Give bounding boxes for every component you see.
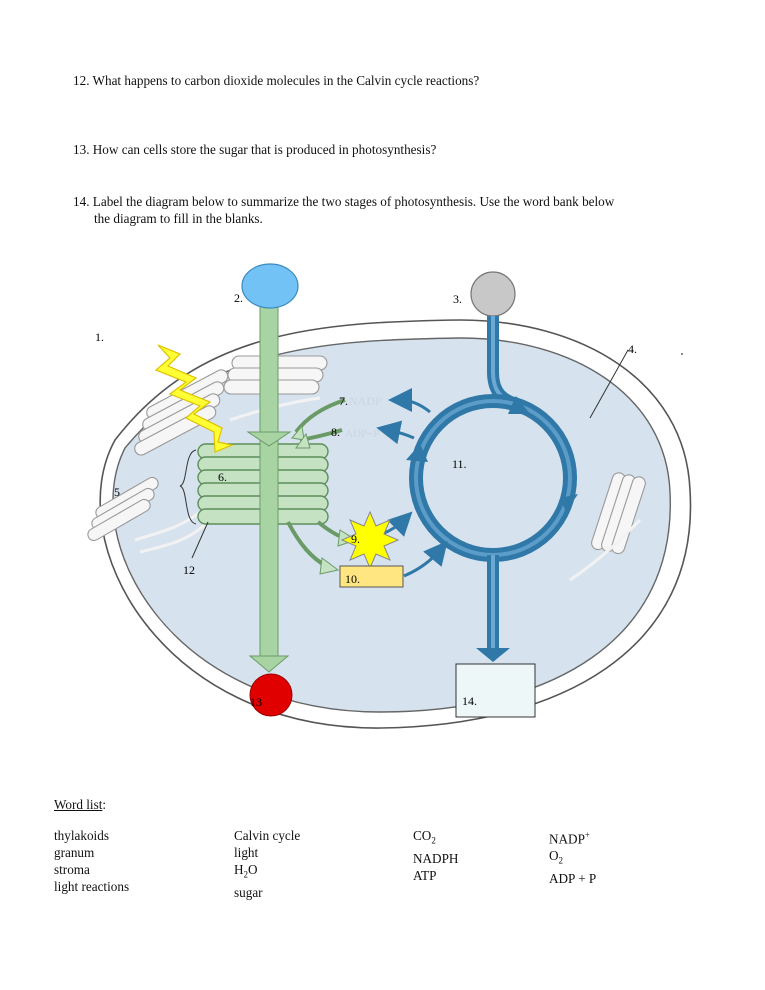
faint-adp-label: ADP+P [345,428,379,440]
word-nadph: NADPH [413,850,459,866]
circle-red-output [249,673,293,717]
word-atp: ATP [413,867,437,883]
granum-bracket [179,449,197,525]
question-13: 13. How can cells store the sugar that i… [73,142,437,157]
label-4-leader [589,349,629,419]
question-12: 12. What happens to carbon dioxide molec… [73,73,480,88]
arrow-nadph-to-granum [294,398,346,434]
word-light: light [234,845,259,860]
word-nadp-plus: NADP+ [549,830,590,847]
label-11: 11. [452,457,467,471]
arrow-head-green-1 [291,424,305,441]
light-lightning-bolt [154,344,235,453]
label-4: 4. [628,342,637,356]
arrow-ring-to-adp [376,420,415,445]
word-sugar: sugar [234,884,263,900]
arrow-head-green-2 [295,432,311,449]
word-granum: granum [54,845,95,860]
cycle-arrow-head-2 [560,494,578,512]
cycle-arrow-head-1 [508,396,530,414]
word-o2: O2 [549,848,564,867]
label-13: 13 [250,695,262,709]
green-arrow-shaft [259,305,279,661]
word-list-col-4: NADP+ O2 ADP + P [549,827,596,887]
label-5: 5 [114,485,120,499]
word-list-col-2: Calvin cycle light H2O sugar [234,827,300,901]
granum-stack-lower-left [87,476,159,542]
label-10: 10. [345,572,360,586]
circle-gray-input [470,271,516,317]
word-list-title: Word list: [54,797,107,812]
label-6: 6. [218,470,227,484]
word-h2o: H2O [234,862,258,880]
arrow-ring-to-nadp [388,388,431,414]
blue-arrow-head-down [476,648,510,662]
label-1: 1. [95,330,104,344]
word-list-col-1: thylakoids granum stroma light reactions [54,827,129,895]
granum-stack-right [591,472,646,555]
label-12-leader [191,521,209,559]
stray-dot [681,353,683,355]
word-adp-p: ADP + P [549,871,597,887]
word-stroma: stroma [54,862,90,877]
label-2: 2. [234,291,243,305]
label-8: 8. [331,425,340,439]
question-14-line-1: 14. Label the diagram below to summarize… [73,194,615,209]
answer-box-10 [339,565,404,588]
word-thylakoids: thylakoids [54,828,109,843]
green-arrow-head-down-bottom [248,655,290,673]
label-12: 12 [183,563,195,577]
word-calvin-cycle: Calvin cycle [234,828,301,843]
word-co2: CO2 [413,828,436,846]
word-list-col-3: CO2 NADPH ATP [413,827,458,884]
circle-blue-input [241,263,299,309]
question-14: 14. Label the diagram below to summarize… [73,193,713,227]
arrow-head-green-3 [319,557,340,575]
label-14: 14. [462,694,477,708]
label-7: 7. [339,394,348,408]
arrow-box-to-ring [403,540,448,578]
label-3: 3. [453,292,462,306]
photosynthesis-diagram: NADP ADP+P 1. 2. 3. 4. 5 6. 7. 8. 9. 10.… [87,263,692,729]
answer-box-14 [455,663,536,718]
faint-nadp-label: NADP [349,394,382,408]
label-9: 9. [351,532,360,546]
word-light-reactions: light reactions [54,879,130,894]
cycle-arrow-head-3 [406,444,428,462]
green-arrow-head-down-granum [246,431,292,447]
question-14-line-2: the diagram to fill in the blanks. [94,211,263,226]
